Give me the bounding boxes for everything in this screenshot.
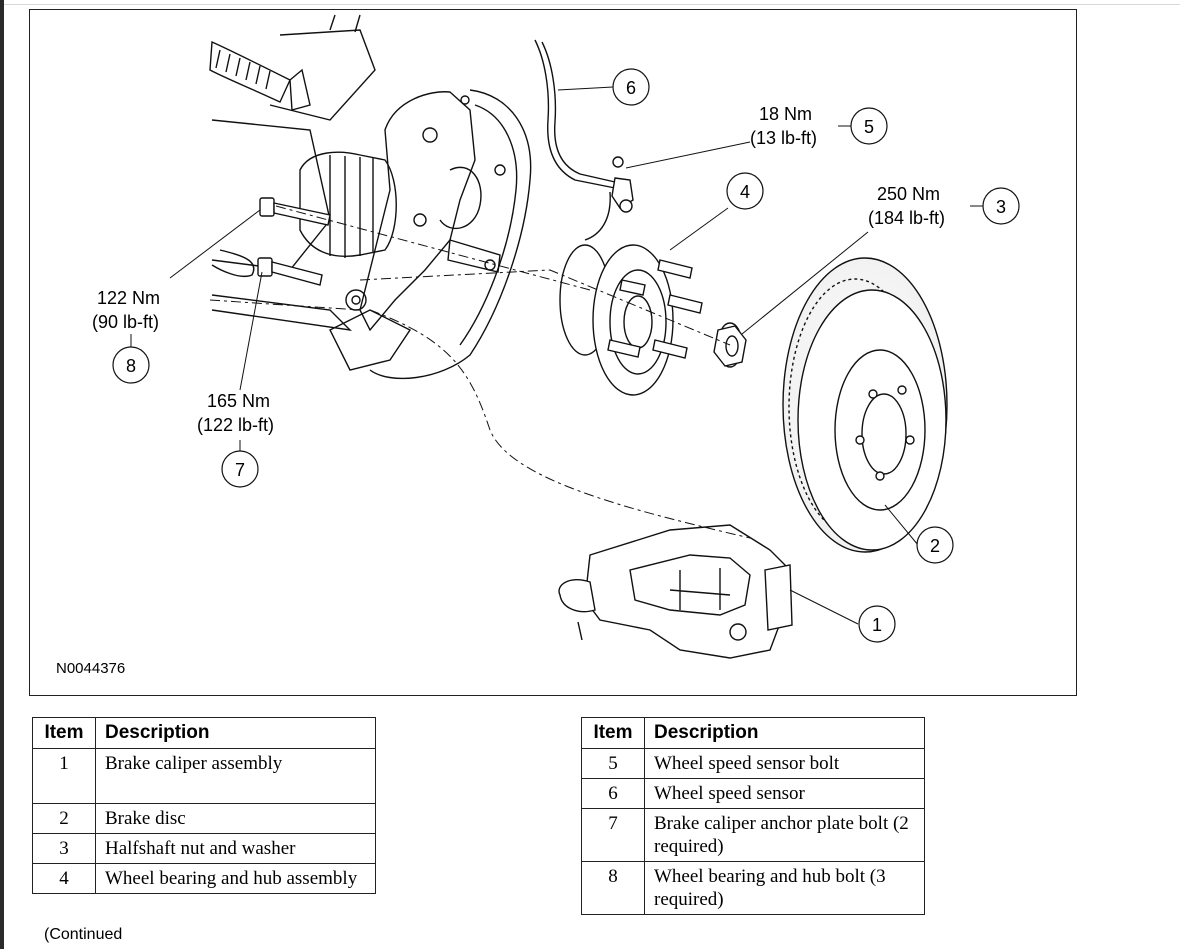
item-number: 6 xyxy=(581,778,645,809)
legend-table-right: Item Description 5 Wheel speed sensor bo… xyxy=(581,717,925,915)
brake-assembly-illustration: 250 Nm (184 lb-ft) 18 Nm (13 lb-ft) 122 … xyxy=(56,14,1020,677)
exploded-view-figure: 250 Nm (184 lb-ft) 18 Nm (13 lb-ft) 122 … xyxy=(29,9,1077,696)
item-number: 7 xyxy=(581,808,645,862)
callout-circles: 1 2 3 4 5 6 7 8 xyxy=(112,68,1020,643)
legend-table-left: Item Description 1 Brake caliper assembl… xyxy=(32,717,376,894)
torque-8-nm: 122 Nm xyxy=(97,288,160,308)
item-number: 1 xyxy=(32,748,96,804)
callout-2: 2 xyxy=(916,526,954,564)
item-description: Wheel speed sensor bolt xyxy=(644,748,925,779)
torque-8-lbft: (90 lb-ft) xyxy=(92,312,159,332)
svg-text:3: 3 xyxy=(996,197,1006,217)
table-row: 3 Halfshaft nut and washer xyxy=(32,833,376,864)
callout-6: 6 xyxy=(612,68,650,106)
torque-5-nm: 18 Nm xyxy=(759,104,812,124)
leader-lines xyxy=(130,86,984,625)
torque-labels: 250 Nm (184 lb-ft) 18 Nm (13 lb-ft) 122 … xyxy=(92,104,945,435)
hub-bearing-drawing xyxy=(559,244,703,396)
halfshaft-nut-drawing xyxy=(713,322,747,368)
callout-7: 7 xyxy=(221,450,259,488)
legend-header-row: Item Description xyxy=(581,717,925,749)
torque-3-lbft: (184 lb-ft) xyxy=(868,208,945,228)
item-description: Halfshaft nut and washer xyxy=(95,833,376,864)
svg-text:8: 8 xyxy=(126,356,136,376)
torque-7-nm: 165 Nm xyxy=(207,391,270,411)
brake-disc-drawing xyxy=(782,257,948,553)
item-number: 3 xyxy=(32,833,96,864)
table-row: 7 Brake caliper anchor plate bolt (2 req… xyxy=(581,808,925,862)
table-row: 4 Wheel bearing and hub assembly xyxy=(32,863,376,894)
svg-text:2: 2 xyxy=(930,536,940,556)
item-number: 4 xyxy=(32,863,96,894)
steering-knuckle-drawing xyxy=(209,14,532,380)
item-column-header: Item xyxy=(32,717,96,749)
description-column-header: Description xyxy=(95,717,376,749)
svg-text:4: 4 xyxy=(740,182,750,202)
svg-text:5: 5 xyxy=(864,117,874,137)
assembly-centerlines xyxy=(209,205,751,539)
table-row: 1 Brake caliper assembly xyxy=(32,748,376,804)
item-description: Brake caliper anchor plate bolt (2 requi… xyxy=(644,808,925,862)
table-row: 6 Wheel speed sensor xyxy=(581,778,925,809)
item-number: 8 xyxy=(581,861,645,915)
item-number: 2 xyxy=(32,803,96,834)
callout-3: 3 xyxy=(982,187,1020,225)
callout-4: 4 xyxy=(726,172,764,210)
page-edge-rule xyxy=(0,0,4,949)
callout-5: 5 xyxy=(850,107,888,145)
item-description: Wheel speed sensor xyxy=(644,778,925,809)
item-description: Wheel bearing and hub assembly xyxy=(95,863,376,894)
svg-text:1: 1 xyxy=(872,615,882,635)
legend-header-row: Item Description xyxy=(32,717,376,749)
callout-8: 8 xyxy=(112,346,150,384)
description-column-header: Description xyxy=(644,717,925,749)
page-top-rule xyxy=(4,4,1180,5)
svg-text:6: 6 xyxy=(626,78,636,98)
wheel-speed-sensor-drawing xyxy=(534,39,634,241)
torque-5-lbft: (13 lb-ft) xyxy=(750,128,817,148)
table-row: 5 Wheel speed sensor bolt xyxy=(581,748,925,779)
item-number: 5 xyxy=(581,748,645,779)
item-description: Brake caliper assembly xyxy=(95,748,376,804)
item-description: Wheel bearing and hub bolt (3 required) xyxy=(644,861,925,915)
bolt-drawings xyxy=(257,197,331,286)
table-row: 2 Brake disc xyxy=(32,803,376,834)
figure-id: N0044376 xyxy=(56,660,125,677)
brake-caliper-drawing xyxy=(558,524,793,659)
svg-text:7: 7 xyxy=(235,460,245,480)
callout-1: 1 xyxy=(858,605,896,643)
torque-3-nm: 250 Nm xyxy=(877,184,940,204)
continued-note: (Continued xyxy=(44,926,123,943)
item-description: Brake disc xyxy=(95,803,376,834)
table-row: 8 Wheel bearing and hub bolt (3 required… xyxy=(581,861,925,915)
torque-7-lbft: (122 lb-ft) xyxy=(197,415,274,435)
item-column-header: Item xyxy=(581,717,645,749)
